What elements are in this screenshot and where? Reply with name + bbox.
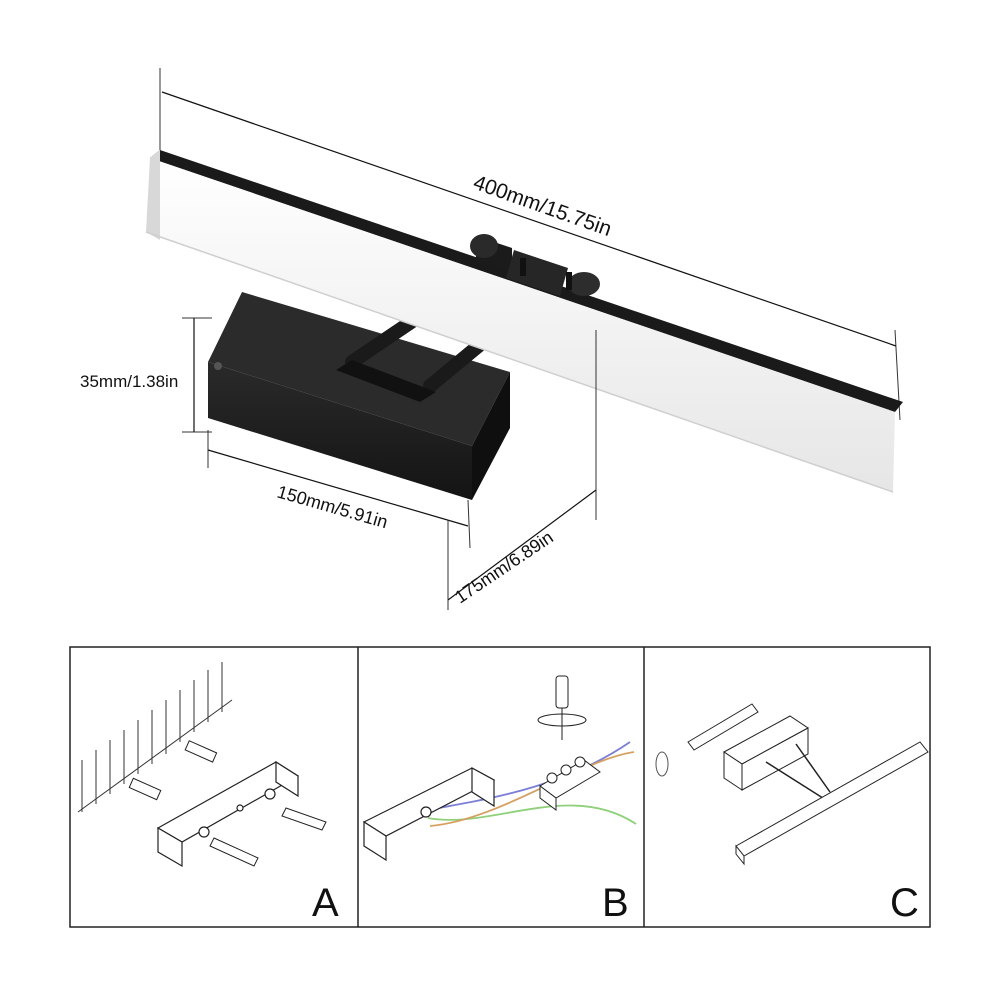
height-label: 35mm/1.38in — [80, 372, 178, 391]
wall-anchor-icon — [128, 740, 218, 801]
screw-icon — [209, 807, 327, 867]
panel-a-letter: A — [312, 881, 339, 925]
panel-a: A — [77, 662, 339, 925]
screw-icon — [214, 362, 222, 370]
lamp-box-icon — [723, 715, 809, 791]
wall-hatch — [77, 662, 233, 813]
terminal-block-icon — [539, 756, 601, 811]
rotate-arrow-icon — [655, 751, 669, 777]
projection-label: 175mm/6.89in — [451, 527, 557, 607]
lamp-bar-icon — [735, 741, 929, 866]
panel-b-letter: B — [602, 881, 629, 925]
height-dimension: 35mm/1.38in — [80, 317, 212, 433]
hinge — [470, 234, 600, 296]
mounting-bracket-icon — [156, 760, 300, 868]
lamp-arm-icon — [765, 743, 831, 801]
panel-c: C — [655, 703, 929, 925]
base-width-label: 150mm/5.91in — [275, 482, 390, 533]
panel-b: B — [362, 675, 637, 925]
screwdriver-icon — [537, 675, 587, 740]
panel-c-letter: C — [890, 881, 919, 925]
product-drawing: 400mm/15.75in — [80, 68, 903, 610]
instruction-panels: A — [69, 646, 931, 928]
mounting-bracket-icon — [362, 766, 496, 862]
wires — [427, 741, 637, 827]
bracket-strip-icon — [687, 703, 759, 751]
